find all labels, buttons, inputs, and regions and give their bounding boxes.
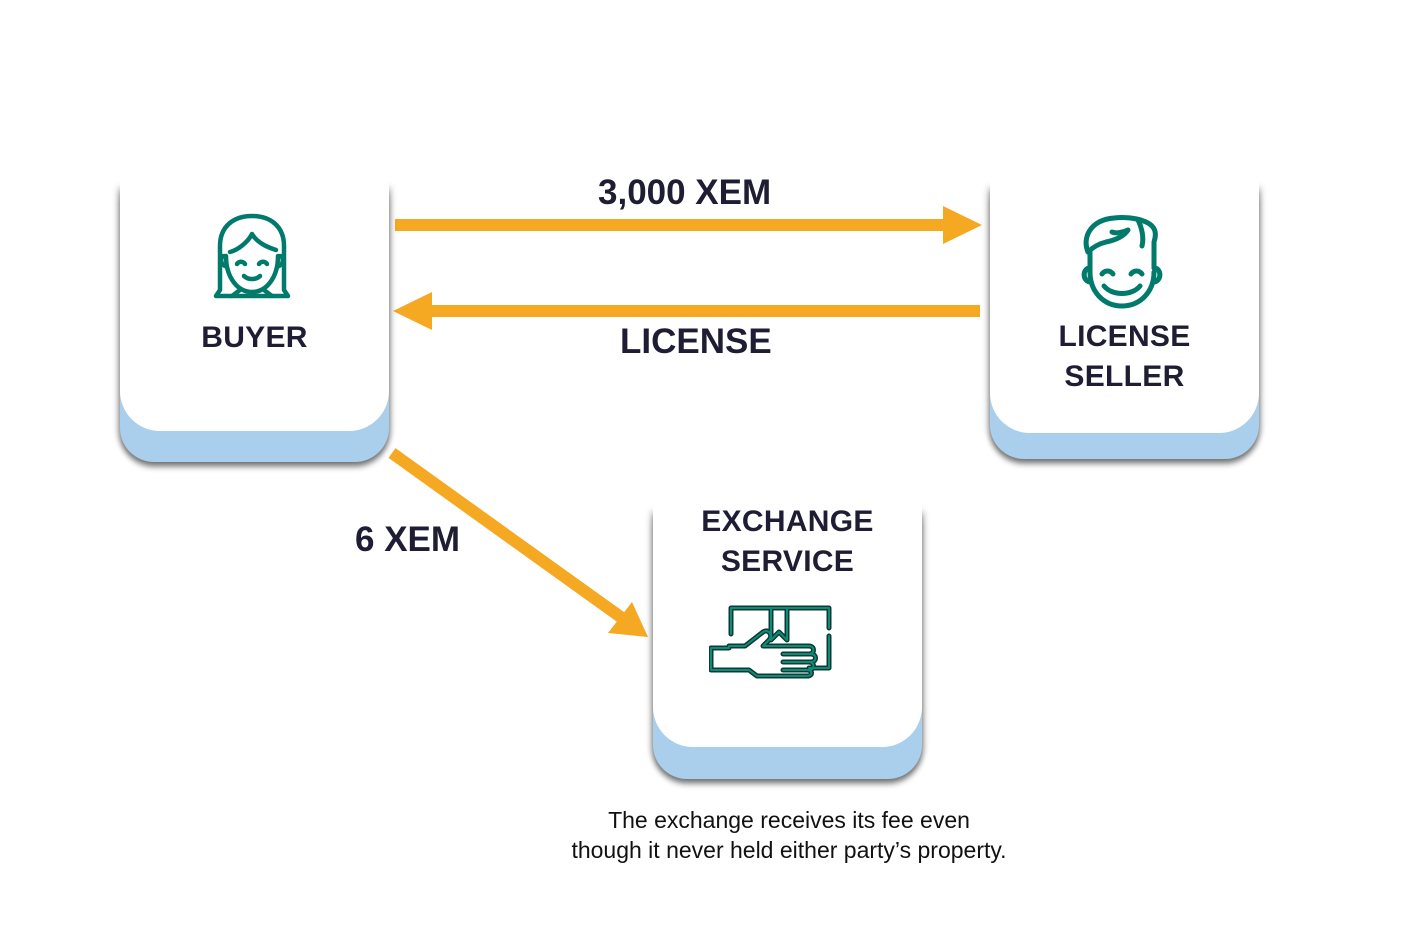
arrow-buyer-to-seller	[395, 206, 982, 244]
arrow-buyer-to-exchange	[388, 448, 648, 637]
exchange-label-line2: SERVICE	[720, 545, 855, 578]
seller-label-line1: LICENSE	[1058, 320, 1191, 353]
hand-package-icon	[709, 605, 832, 679]
arrow-seller-to-buyer	[393, 292, 980, 330]
flow-label-payment: 3,000 XEM	[598, 173, 772, 212]
diagram-caption: The exchange receives its fee even thoug…	[489, 805, 1089, 865]
buyer-card: BUYER	[108, 144, 401, 462]
caption-line-2: though it never held either party’s prop…	[571, 837, 1007, 863]
woman-face-icon	[213, 213, 291, 299]
flow-label-license: LICENSE	[620, 322, 772, 361]
man-face-icon	[1081, 215, 1163, 309]
license-seller-card: LICENSE SELLER	[978, 144, 1271, 459]
exchange-service-card: EXCHANGE SERVICE	[641, 468, 934, 779]
flow-label-fee: 6 XEM	[355, 520, 461, 559]
caption-line-1: The exchange receives its fee even	[608, 807, 970, 833]
exchange-label-line1: EXCHANGE	[701, 505, 874, 538]
buyer-label: BUYER	[201, 321, 308, 354]
seller-label-line2: SELLER	[1064, 360, 1185, 393]
